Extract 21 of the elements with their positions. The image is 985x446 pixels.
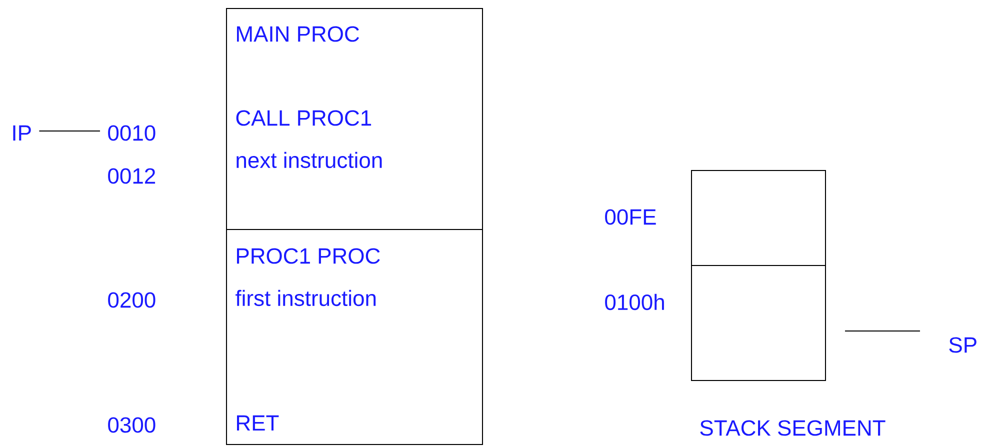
stack-cell <box>691 170 826 266</box>
instruction-text: first instruction <box>236 290 376 306</box>
memory-block <box>226 8 483 230</box>
stack-cell <box>691 265 826 381</box>
address-label: 00FE <box>605 209 656 225</box>
section-label: STACK SEGMENT <box>700 420 886 436</box>
instruction-text: MAIN PROC <box>237 26 360 42</box>
instruction-text: next instruction <box>236 152 382 168</box>
register-label: IP <box>13 125 31 141</box>
instruction-text: RET <box>237 415 279 431</box>
address-label: 0200 <box>108 292 156 308</box>
instruction-text: CALL PROC1 <box>236 110 372 126</box>
address-label: 0100h <box>605 294 664 310</box>
register-label: SP <box>949 337 976 353</box>
instruction-text: PROC1 PROC <box>237 248 380 264</box>
memory-block <box>226 229 483 445</box>
address-label: 0012 <box>108 168 156 184</box>
connector-line <box>38 130 101 132</box>
connector-line <box>844 330 920 332</box>
address-label: 0010 <box>108 125 156 141</box>
address-label: 0300 <box>108 417 156 433</box>
